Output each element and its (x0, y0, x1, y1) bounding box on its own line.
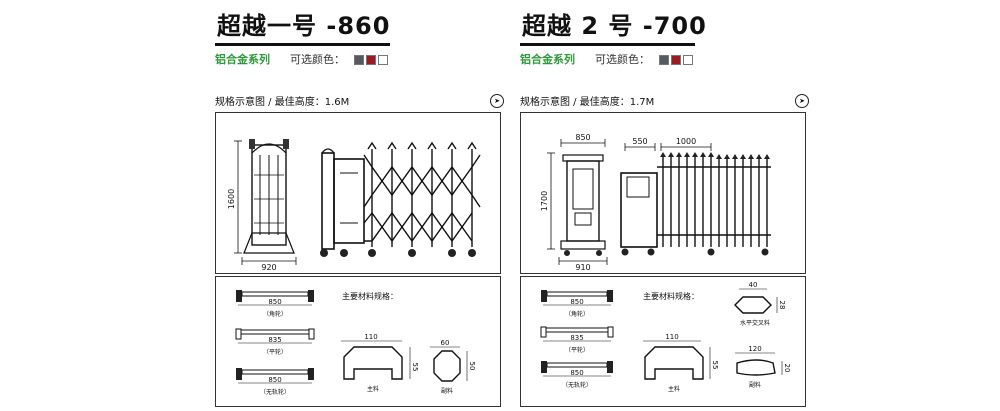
materials-panel: 主要材料规格： 850 （角轮） 835 （平轮） 850 （无轨轮） 40 2… (520, 276, 806, 407)
profile-label: （角轮） (565, 310, 589, 318)
main-material-height: 55 (411, 363, 419, 372)
title-rule (520, 43, 695, 46)
dim-height: 1700 (540, 191, 549, 211)
materials-label: 主要材料规格： (643, 291, 699, 301)
gate-drawing: 850 1700 910 550 1000 (540, 133, 771, 272)
dim-height: 1600 (227, 189, 236, 209)
dim-width: 920 (261, 263, 276, 272)
color-swatches (659, 55, 693, 65)
spec-title: 规格示意图 / 最佳高度：1.7M (520, 97, 655, 108)
color-swatch-white[interactable] (378, 55, 388, 65)
product-title: 超越一号 -860 (217, 12, 391, 40)
profile-width: 850 (570, 298, 583, 306)
color-swatch-white[interactable] (683, 55, 693, 65)
sub-material-width: 60 (441, 339, 450, 347)
materials-label: 主要材料规格： (342, 291, 398, 301)
product-left: 超越一号 -860 铝合金系列 可选颜色： 规格示意图 / 最佳高度：1.6M … (212, 0, 512, 411)
cross-material-width: 40 (749, 281, 758, 289)
profile-label: （平轮） (263, 348, 287, 356)
profile-label: （无轨轮） (562, 381, 592, 389)
materials-drawing: 主要材料规格： 850 （角轮） 835 （平轮） 850 （无轨轮） 110 (235, 290, 476, 396)
series-label: 铝合金系列 (520, 53, 575, 66)
product-right: 超越 2 号 -700 铝合金系列 可选颜色： 规格示意图 / 最佳高度：1.7… (517, 0, 817, 411)
spec-title: 规格示意图 / 最佳高度：1.6M (215, 97, 350, 108)
dim-head: 550 (632, 137, 647, 146)
main-material-width: 110 (364, 333, 377, 341)
main-material-label: 主料 (367, 385, 379, 393)
profile-width: 850 (268, 376, 281, 384)
profile-width: 835 (268, 336, 281, 344)
main-material-width: 110 (665, 333, 678, 341)
product-title: 超越 2 号 -700 (522, 12, 707, 40)
color-swatch-gray[interactable] (659, 55, 669, 65)
cross-material-height: 28 (778, 301, 786, 310)
main-material-height: 55 (711, 361, 719, 370)
sub-material-height: 20 (783, 364, 791, 373)
color-swatch-red[interactable] (671, 55, 681, 65)
sub-material-height: 50 (468, 362, 476, 371)
arrow-right-icon[interactable]: ➤ (490, 94, 504, 108)
main-material-label: 主料 (668, 385, 680, 393)
profile-label: （角轮） (263, 310, 287, 318)
profile-width: 850 (268, 298, 281, 306)
drawing-panel: 850 1700 910 550 1000 (520, 112, 806, 274)
gate-drawing: 1600 920 (227, 139, 481, 272)
series-label: 铝合金系列 (215, 53, 270, 66)
colors-label: 可选颜色： (595, 53, 650, 66)
materials-panel: 主要材料规格： 850 （角轮） 835 （平轮） 850 （无轨轮） 110 (215, 276, 501, 407)
dim-top: 850 (575, 133, 590, 142)
drawing-panel: 1600 920 (215, 112, 501, 274)
profile-width: 835 (570, 334, 583, 342)
color-swatches (354, 55, 388, 65)
cross-material-label: 水平交叉料 (740, 319, 770, 327)
dim-width: 910 (575, 263, 590, 272)
sub-material-label: 副料 (441, 387, 453, 395)
profile-width: 850 (570, 369, 583, 377)
profile-label: （无轨轮） (260, 388, 290, 396)
color-swatch-red[interactable] (366, 55, 376, 65)
color-swatch-gray[interactable] (354, 55, 364, 65)
sub-material-label: 副料 (749, 381, 761, 389)
dim-span: 1000 (676, 137, 696, 146)
colors-label: 可选颜色： (290, 53, 345, 66)
profile-label: （平轮） (565, 346, 589, 354)
arrow-right-icon[interactable]: ➤ (795, 94, 809, 108)
materials-drawing: 主要材料规格： 850 （角轮） 835 （平轮） 850 （无轨轮） 40 2… (540, 281, 791, 393)
sub-material-width: 120 (748, 345, 761, 353)
title-rule (215, 43, 390, 46)
